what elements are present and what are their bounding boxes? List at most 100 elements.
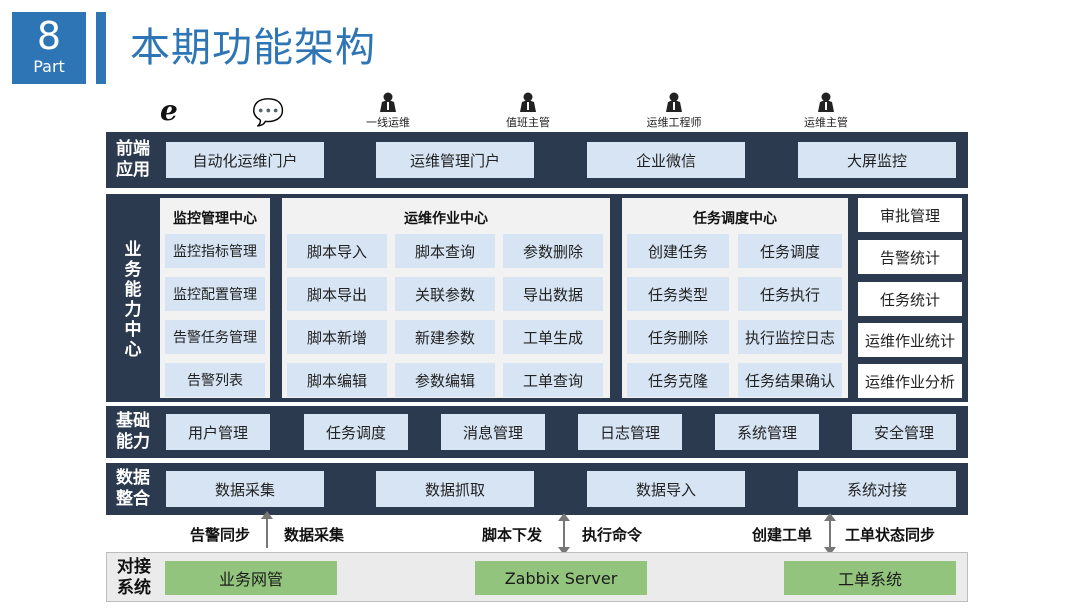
user-icon <box>624 92 724 116</box>
frontend-item: 自动化运维门户 <box>166 142 324 178</box>
part-badge: 8 Part <box>12 12 86 84</box>
label-char: 中 <box>124 320 142 340</box>
user-ops-supervisor: 运维主管 <box>776 92 876 130</box>
flow-label: 创建工单 <box>752 526 813 544</box>
user-duty-supervisor: 值班主管 <box>478 92 578 130</box>
label-char: 心 <box>124 340 142 360</box>
integration-layer-label: 对接 系统 <box>107 557 161 599</box>
ops-item: 参数删除 <box>503 234 603 268</box>
label-char: 能 <box>124 280 142 300</box>
foundation-item: 日志管理 <box>578 414 682 450</box>
user-label: 运维工程师 <box>646 116 702 129</box>
task-center-panel: 任务调度中心 创建任务 任务调度 任务类型 任务执行 任务删除 执行监控日志 任… <box>622 198 848 398</box>
data-integration-layer: 数据 整合 数据采集 数据抓取 数据导入 系统对接 <box>106 463 968 515</box>
frontend-layer: 前端 应用 自动化运维门户 运维管理门户 企业微信 大屏监控 <box>106 132 968 188</box>
task-item: 任务执行 <box>738 277 842 311</box>
label-line: 前端 <box>116 139 150 159</box>
business-layer: 业 务 能 力 中 心 监控管理中心 监控指标管理 监控配置管理 告警任务管理 … <box>106 194 968 402</box>
ie-browser-icon: e <box>160 94 178 127</box>
ops-item: 脚本导入 <box>287 234 387 268</box>
ops-item: 脚本编辑 <box>287 363 387 397</box>
label-char: 务 <box>124 260 142 280</box>
label-line: 基础 <box>116 411 150 431</box>
monitor-item: 监控配置管理 <box>165 277 265 311</box>
user-frontline-ops: 一线运维 <box>338 92 438 130</box>
monitor-item: 监控指标管理 <box>165 234 265 268</box>
integration-item: Zabbix Server <box>475 561 647 595</box>
ops-item: 参数编辑 <box>395 363 495 397</box>
foundation-layer-label: 基础 能力 <box>106 411 160 453</box>
monitor-item: 告警任务管理 <box>165 320 265 354</box>
label-line: 整合 <box>116 489 150 509</box>
frontend-item: 运维管理门户 <box>376 142 534 178</box>
task-item: 任务克隆 <box>627 363 729 397</box>
label-char: 力 <box>124 300 142 320</box>
stat-item: 运维作业分析 <box>858 364 962 398</box>
task-item: 创建任务 <box>627 234 729 268</box>
ops-item: 脚本查询 <box>395 234 495 268</box>
monitor-center-panel: 监控管理中心 监控指标管理 监控配置管理 告警任务管理 告警列表 <box>160 198 270 398</box>
label-line: 系统 <box>117 578 151 598</box>
flow-label: 脚本下发 <box>482 526 543 544</box>
user-ops-engineer: 运维工程师 <box>624 92 724 130</box>
label-line: 数据 <box>116 468 150 488</box>
data-item: 数据导入 <box>587 471 745 507</box>
user-label: 运维主管 <box>804 116 848 129</box>
integration-layer: 对接 系统 业务网管 Zabbix Server 工单系统 <box>106 552 968 602</box>
page-title: 本期功能架构 <box>130 25 376 71</box>
part-number: 8 <box>36 14 62 58</box>
ops-item: 工单查询 <box>503 363 603 397</box>
foundation-item: 系统管理 <box>715 414 819 450</box>
label-line: 能力 <box>116 432 150 452</box>
data-item: 数据采集 <box>166 471 324 507</box>
frontend-item: 大屏监控 <box>798 142 956 178</box>
task-item: 任务删除 <box>627 320 729 354</box>
user-label: 值班主管 <box>506 116 550 129</box>
ops-item: 脚本导出 <box>287 277 387 311</box>
ops-item: 新建参数 <box>395 320 495 354</box>
integration-item: 工单系统 <box>784 561 956 595</box>
task-item: 任务类型 <box>627 277 729 311</box>
flow-label: 数据采集 <box>284 526 345 544</box>
user-icon <box>776 92 876 116</box>
foundation-item: 用户管理 <box>166 414 270 450</box>
foundation-item: 安全管理 <box>852 414 956 450</box>
label-char: 业 <box>124 240 142 260</box>
data-item: 系统对接 <box>798 471 956 507</box>
ops-item: 脚本新增 <box>287 320 387 354</box>
title-accent-bar <box>96 12 106 84</box>
task-item: 任务结果确认 <box>738 363 842 397</box>
monitor-center-title: 监控管理中心 <box>173 211 257 227</box>
stat-item: 审批管理 <box>858 198 962 232</box>
user-label: 一线运维 <box>366 116 410 129</box>
data-integration-layer-label: 数据 整合 <box>106 468 160 510</box>
data-item: 数据抓取 <box>376 471 534 507</box>
ops-item: 导出数据 <box>503 277 603 311</box>
frontend-item: 企业微信 <box>587 142 745 178</box>
task-center-title: 任务调度中心 <box>693 211 777 227</box>
ops-item: 工单生成 <box>503 320 603 354</box>
label-line: 对接 <box>117 557 151 577</box>
part-word: Part <box>33 57 65 76</box>
task-item: 任务调度 <box>738 234 842 268</box>
ops-center-panel: 运维作业中心 脚本导入 脚本查询 参数删除 脚本导出 关联参数 导出数据 脚本新… <box>282 198 610 398</box>
bidirectional-arrow-icon <box>824 513 836 555</box>
stat-item: 运维作业统计 <box>858 323 962 357</box>
business-layer-label: 业 务 能 力 中 心 <box>106 240 160 360</box>
user-icon <box>478 92 578 116</box>
foundation-item: 任务调度 <box>304 414 408 450</box>
bidirectional-arrow-icon <box>558 513 570 555</box>
stat-item: 告警统计 <box>858 240 962 274</box>
integration-item: 业务网管 <box>165 561 337 595</box>
monitor-item: 告警列表 <box>165 363 265 397</box>
flow-label: 执行命令 <box>582 526 643 544</box>
task-item: 执行监控日志 <box>738 320 842 354</box>
label-line: 应用 <box>116 160 150 180</box>
stat-item: 任务统计 <box>858 282 962 316</box>
foundation-item: 消息管理 <box>441 414 545 450</box>
flow-label: 告警同步 <box>190 526 251 544</box>
ops-center-title: 运维作业中心 <box>404 211 488 227</box>
user-icon <box>338 92 438 116</box>
foundation-layer: 基础 能力 用户管理 任务调度 消息管理 日志管理 系统管理 安全管理 <box>106 406 968 458</box>
frontend-layer-label: 前端 应用 <box>106 139 160 181</box>
